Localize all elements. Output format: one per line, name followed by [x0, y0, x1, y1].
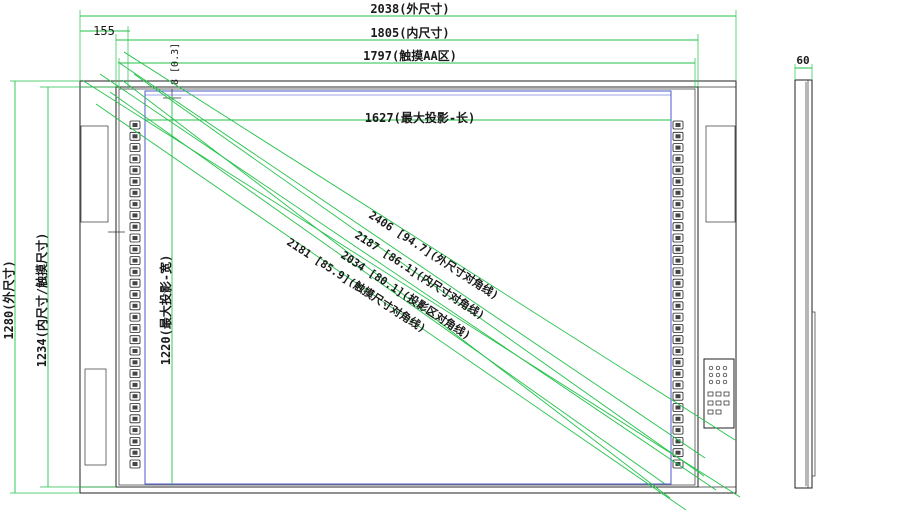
shortcut-glyph-icon [132, 382, 138, 387]
gap-label: 8 [0.3] [170, 43, 181, 85]
shortcut-glyph-icon [675, 382, 681, 387]
control-panel-keys [707, 365, 730, 415]
shortcut-glyph-icon [132, 168, 138, 173]
shortcut-glyph-icon [132, 281, 138, 286]
shortcut-glyph-icon [132, 462, 138, 466]
touch-width-label: 1797(触摸AA区) [363, 48, 457, 63]
projection-height-label: 1220(最大投影-宽) [158, 255, 173, 366]
inner-frame [115, 86, 699, 488]
shortcut-glyph-icon [675, 190, 681, 195]
diagonal-outer-line [81, 79, 741, 498]
shortcut-glyph-icon [132, 450, 138, 455]
left-shortcut-icons [129, 120, 141, 469]
projection-area [144, 90, 672, 485]
control-panel [703, 358, 735, 429]
shortcut-glyph-icon [675, 123, 681, 127]
shortcut-glyph-icon [132, 202, 138, 207]
shortcut-glyph-icon [675, 360, 681, 365]
outer-width-label: 2038(外尺寸) [370, 1, 449, 16]
projection-width-label: 1627(最大投影-长) [365, 110, 476, 125]
shortcut-glyph-icon [132, 405, 138, 410]
shortcut-glyph-icon [675, 145, 681, 150]
shortcut-glyph-icon [132, 123, 138, 127]
shortcut-glyph-icon [675, 202, 681, 207]
shortcut-glyph-icon [132, 156, 138, 161]
diagonal-touch-line-b [95, 103, 687, 511]
shortcut-glyph-icon [132, 258, 138, 263]
outer-frame [79, 80, 737, 494]
inner-frame-line [118, 88, 696, 486]
shortcut-glyph-icon [675, 179, 681, 184]
shortcut-glyph-icon [132, 134, 138, 139]
left-side-slot-top [80, 125, 109, 223]
shortcut-glyph-icon [132, 416, 138, 421]
shortcut-glyph-icon [675, 292, 681, 297]
shortcut-glyph-icon [132, 428, 138, 433]
shortcut-glyph-icon [675, 326, 681, 331]
shortcut-glyph-icon [675, 416, 681, 421]
shortcut-glyph-icon [675, 394, 681, 399]
shortcut-glyph-icon [675, 428, 681, 433]
shortcut-glyph-icon [675, 224, 681, 229]
shortcut-glyph-icon [132, 439, 138, 444]
shortcut-glyph-icon [132, 394, 138, 399]
shortcut-glyph-icon [132, 315, 138, 320]
diagonal-touch-label: 2181 [85.9](触摸尺寸对角线) [284, 235, 428, 336]
diagonal-outer-line-b [123, 51, 736, 441]
shortcut-glyph-icon [675, 450, 681, 455]
side-view-bracket [811, 311, 816, 477]
shortcut-glyph-icon [675, 156, 681, 161]
shortcut-glyph-icon [132, 349, 138, 353]
diagonal-touch-line [109, 91, 666, 485]
outer-height-label: 1280(外尺寸) [1, 260, 16, 339]
inner-height-label: 1234(内尺寸/触摸尺寸) [34, 233, 49, 368]
diagonal-inner-line-b [117, 61, 706, 459]
shortcut-glyph-icon [675, 281, 681, 286]
shortcut-glyph-icon [675, 337, 681, 342]
shortcut-glyph-icon [132, 269, 138, 274]
shortcut-glyph-icon [675, 213, 681, 218]
shortcut-glyph-icon [132, 360, 138, 365]
shortcut-glyph-icon [132, 145, 138, 150]
shortcut-glyph-icon [675, 134, 681, 139]
shortcut-glyph-icon [132, 371, 138, 376]
right-shortcut-icons [672, 120, 684, 469]
shortcut-glyph-icon [675, 258, 681, 263]
inner-width-label: 1805(内尺寸) [370, 25, 449, 40]
left-side-slot-bottom [84, 368, 107, 466]
diagonal-projection-line [121, 79, 671, 499]
shortcut-glyph-icon [675, 405, 681, 410]
shortcut-glyph-icon [675, 168, 681, 173]
shortcut-glyph-icon [675, 303, 681, 308]
shortcut-glyph-icon [132, 236, 138, 240]
shortcut-glyph-icon [675, 269, 681, 274]
shortcut-glyph-icon [675, 371, 681, 376]
shortcut-glyph-icon [675, 439, 681, 444]
bezel-offset-label: 155 [93, 24, 115, 38]
shortcut-glyph-icon [132, 247, 138, 252]
shortcut-glyph-icon [132, 224, 138, 229]
shortcut-glyph-icon [132, 190, 138, 195]
diagonal-inner-line [99, 73, 717, 491]
shortcut-glyph-icon [675, 236, 681, 240]
diagonal-projection-line-b [133, 73, 705, 477]
shortcut-glyph-icon [675, 315, 681, 320]
side-view-outline [794, 79, 813, 489]
shortcut-glyph-icon [675, 349, 681, 353]
shortcut-glyph-icon [132, 326, 138, 331]
shortcut-glyph-icon [132, 292, 138, 297]
depth-label: 60 [796, 54, 809, 67]
shortcut-glyph-icon [132, 303, 138, 308]
right-side-slot [705, 125, 736, 223]
shortcut-glyph-icon [132, 337, 138, 342]
shortcut-glyph-icon [675, 247, 681, 252]
shortcut-glyph-icon [132, 213, 138, 218]
shortcut-glyph-icon [132, 179, 138, 184]
